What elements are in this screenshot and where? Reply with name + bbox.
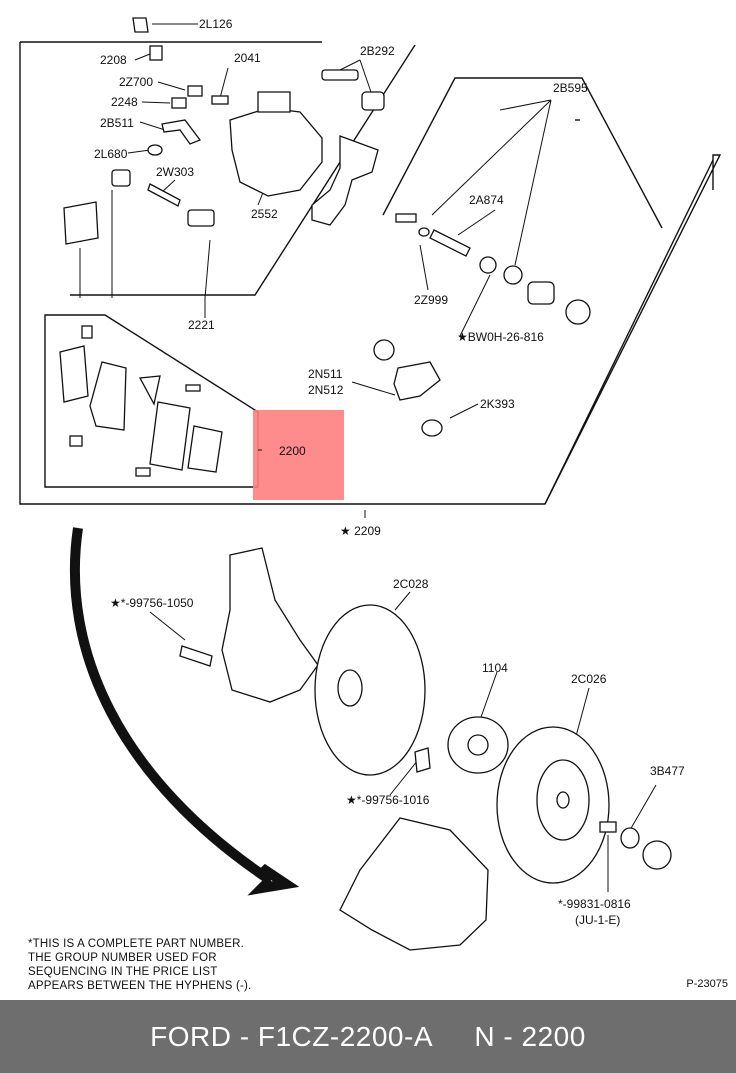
label-2221: 2221 — [188, 318, 215, 332]
label-2C026: 2C026 — [571, 672, 607, 686]
label-2B292: 2B292 — [360, 44, 395, 58]
label-2Z999: 2Z999 — [414, 293, 448, 307]
highlight-2200 — [253, 410, 344, 500]
label-1104: 1104 — [482, 661, 508, 675]
label-99756-1050: ★*-99756-1050 — [110, 596, 194, 610]
assembly-arrow — [70, 527, 300, 896]
footer-part-number: FORD - F1CZ-2200-A — [150, 1020, 433, 1052]
label-2Z700: 2Z700 — [119, 75, 153, 89]
hub-assembly — [179, 547, 672, 951]
label-2209: ★ 2209 — [340, 524, 381, 538]
label-2K393: 2K393 — [480, 397, 515, 411]
label-2041: 2041 — [234, 51, 261, 65]
kit-outline — [19, 41, 722, 505]
label-2208: 2208 — [100, 53, 127, 67]
label-99756-1016: ★*-99756-1016 — [346, 793, 430, 807]
label-2A874: 2A874 — [469, 193, 504, 207]
part-number-note: *THIS IS A COMPLETE PART NUMBER. THE GRO… — [28, 938, 252, 992]
label-2N511: 2N511 — [308, 367, 343, 381]
label-JU-1-E: (JU-1-E) — [575, 913, 620, 927]
label-2B511: 2B511 — [100, 116, 134, 130]
footer-group-number: N - 2200 — [474, 1020, 586, 1052]
label-2W303: 2W303 — [156, 165, 194, 179]
brake-pads — [59, 325, 223, 477]
part-number-footer: FORD - F1CZ-2200-A N - 2200 — [0, 1000, 736, 1073]
reference-code: P-23075 — [686, 978, 728, 990]
label-2552: 2552 — [251, 207, 278, 221]
label-2L680: 2L680 — [94, 147, 128, 161]
label-2C028: 2C028 — [393, 577, 429, 591]
caliper-parts — [63, 17, 591, 437]
exploded-brake-diagram: 2L126 2208 2041 2B292 2Z700 2248 2B511 2… — [19, 17, 722, 951]
label-2L126: 2L126 — [199, 17, 233, 31]
label-BW0H-26-816: ★BW0H-26-816 — [457, 330, 544, 344]
label-99831-0816: *-99831-0816 — [558, 897, 631, 911]
label-3B477: 3B477 — [650, 764, 685, 778]
label-2B595: 2B595 — [553, 81, 588, 95]
kit-2221-outline — [70, 44, 416, 296]
label-2200: 2200 — [279, 444, 306, 458]
label-2248: 2248 — [111, 95, 138, 109]
label-2N512: 2N512 — [308, 383, 344, 397]
